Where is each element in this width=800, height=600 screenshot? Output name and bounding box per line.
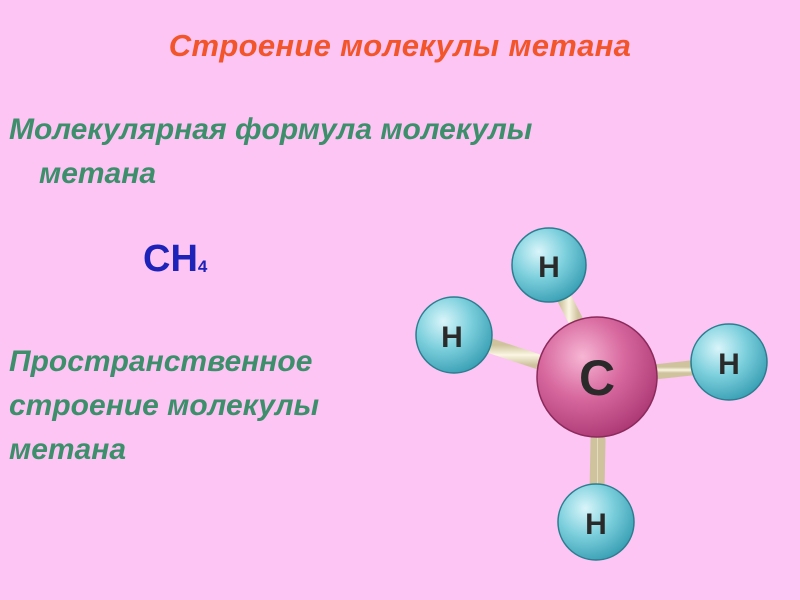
spatial-heading-line3: метана [9, 433, 127, 466]
hydrogen-atom-left: H [415, 296, 493, 374]
formula-heading-line2: метана [39, 157, 157, 190]
bond-left [480, 337, 556, 373]
formula-heading-line1: Молекулярная формула молекулы [9, 113, 533, 146]
hydrogen-atom-bottom: H [557, 483, 635, 561]
hydrogen-atom-top: H [511, 227, 587, 303]
spatial-heading-line1: Пространственное [9, 345, 313, 378]
spatial-heading: Пространственное строение молекулы метан… [9, 340, 409, 472]
slide-title: Строение молекулы метана [168, 28, 632, 63]
hydrogen-label-top: H [538, 251, 560, 284]
formula-subscript: 4 [197, 257, 208, 276]
formula-main: CH [143, 238, 198, 280]
formula-heading: Молекулярная формула молекулы метана [9, 108, 649, 196]
carbon-atom: C [536, 316, 658, 438]
molecular-formula: CH4 [143, 238, 207, 281]
hydrogen-label-bottom: H [585, 508, 607, 541]
hydrogen-label-right: H [718, 348, 740, 381]
spatial-heading-line2: строение молекулы [9, 389, 320, 422]
hydrogen-atom-right: H [690, 323, 768, 401]
methane-molecule-model: H H H H C [415, 227, 768, 561]
hydrogen-label-left: H [441, 321, 463, 354]
carbon-label: C [579, 350, 615, 406]
